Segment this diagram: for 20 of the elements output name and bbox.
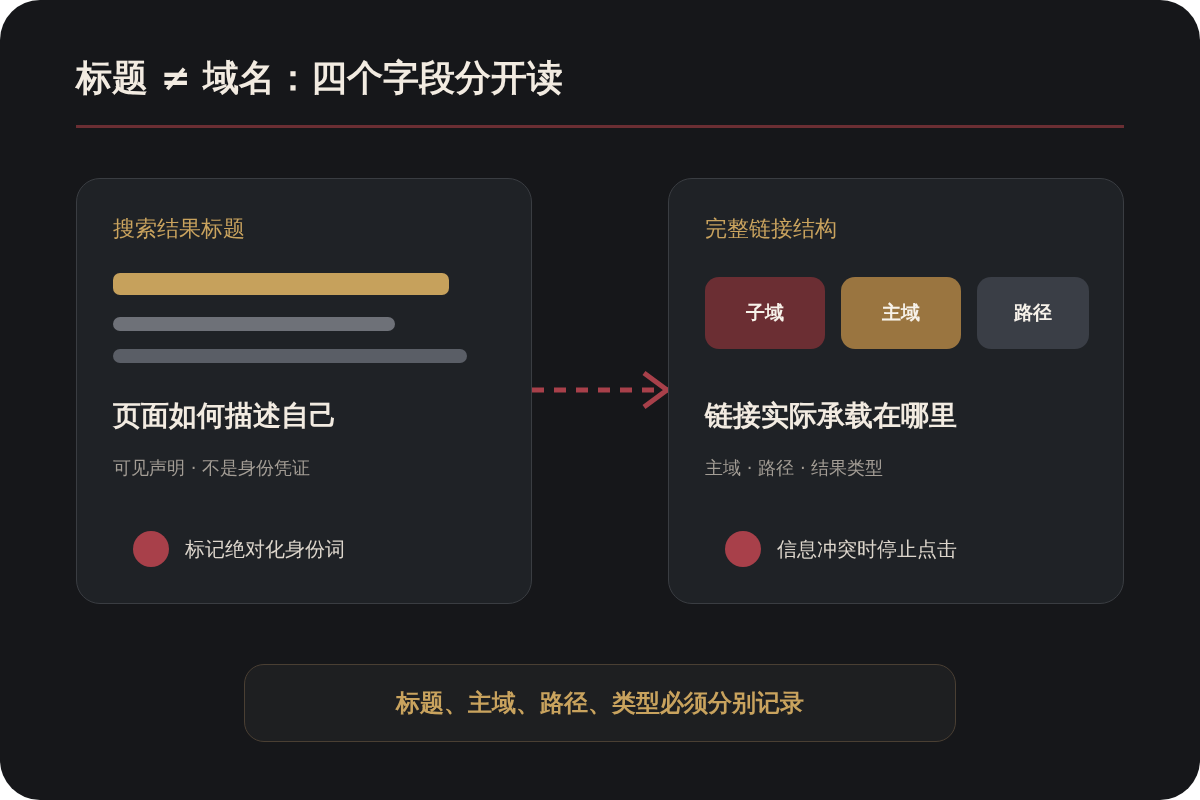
panel-card <box>668 178 1124 604</box>
url-segment-tile <box>705 277 825 349</box>
page-title: 标题 ≠ 域名：四个字段分开读 <box>76 56 564 100</box>
card-title: 页面如何描述自己 <box>113 399 337 433</box>
segment-label: 路径 <box>1014 300 1052 325</box>
card-subtitle: 主域 · 路径 · 结果类型 <box>705 457 884 479</box>
note-text: 信息冲突时停止点击 <box>777 537 957 561</box>
segment-label: 主域 <box>882 300 920 325</box>
segment-label: 子域 <box>746 300 784 325</box>
card-heading: 完整链接结构 <box>705 216 837 243</box>
dashed-arrow <box>532 370 670 410</box>
card-heading: 搜索结果标题 <box>113 216 245 243</box>
note-text: 标记绝对化身份词 <box>185 537 345 561</box>
url-segment-tile <box>977 277 1089 349</box>
panel-card <box>76 178 532 604</box>
summary-text: 标题、主域、路径、类型必须分别记录 <box>396 688 804 719</box>
summary-banner <box>244 664 956 742</box>
card-title: 链接实际承载在哪里 <box>705 399 957 433</box>
url-segment-tile <box>841 277 961 349</box>
card-subtitle: 可见声明 · 不是身份凭证 <box>113 457 311 479</box>
